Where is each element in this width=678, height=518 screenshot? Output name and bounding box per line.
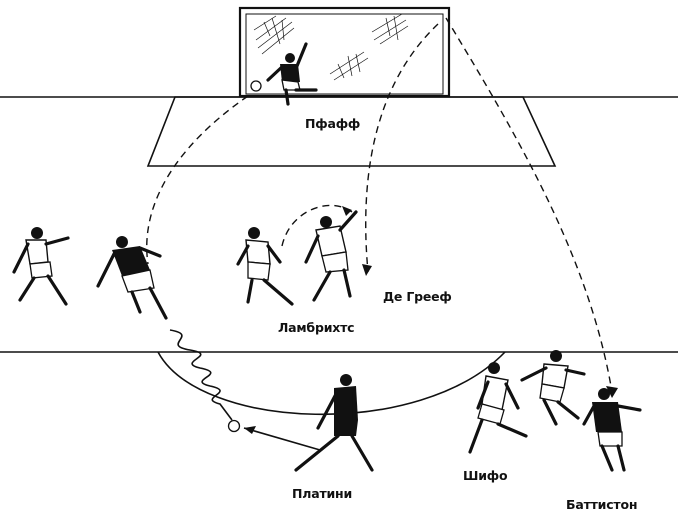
goalkeeper-figure bbox=[266, 42, 318, 106]
cross-arc-battiston bbox=[445, 17, 613, 393]
platini-run-zigzag bbox=[169, 329, 233, 421]
label-goalkeeper: Пфафф bbox=[305, 116, 361, 131]
player-lambrichts bbox=[236, 227, 294, 306]
arrow-head-2 bbox=[606, 386, 618, 398]
label-platini: Платини bbox=[292, 486, 353, 501]
player-battiston bbox=[582, 388, 642, 472]
player-de-greef bbox=[304, 210, 358, 302]
goal-area bbox=[146, 96, 557, 167]
header-arc-de-greef bbox=[365, 23, 439, 273]
goal-net-hatching bbox=[253, 13, 409, 81]
label-sifo: Шифо bbox=[463, 468, 508, 483]
ball-field bbox=[227, 419, 241, 433]
ball-goal bbox=[250, 80, 262, 92]
lambrichts-arc bbox=[281, 204, 353, 247]
label-battiston: Баттистон bbox=[566, 497, 638, 512]
label-de-greef: Де Грееф bbox=[383, 289, 452, 304]
player-sifo bbox=[468, 362, 528, 454]
goal-frame-inner bbox=[245, 13, 444, 95]
ball-trajectories bbox=[146, 17, 618, 451]
pass-arc-left bbox=[146, 95, 249, 265]
arrow-head-3 bbox=[244, 426, 256, 434]
player-left-white bbox=[12, 227, 70, 306]
goal bbox=[238, 6, 451, 98]
penalty-arc bbox=[157, 351, 506, 416]
platini-pass-line bbox=[243, 427, 321, 451]
label-lambrichts: Ламбрихтс bbox=[278, 320, 355, 335]
player-white-right bbox=[520, 350, 586, 426]
arrow-head-4 bbox=[342, 206, 352, 216]
player-platini bbox=[294, 374, 374, 472]
arrow-head-1 bbox=[362, 264, 372, 276]
player-dark-shirt bbox=[96, 236, 168, 320]
goal-frame-outer bbox=[238, 6, 451, 98]
